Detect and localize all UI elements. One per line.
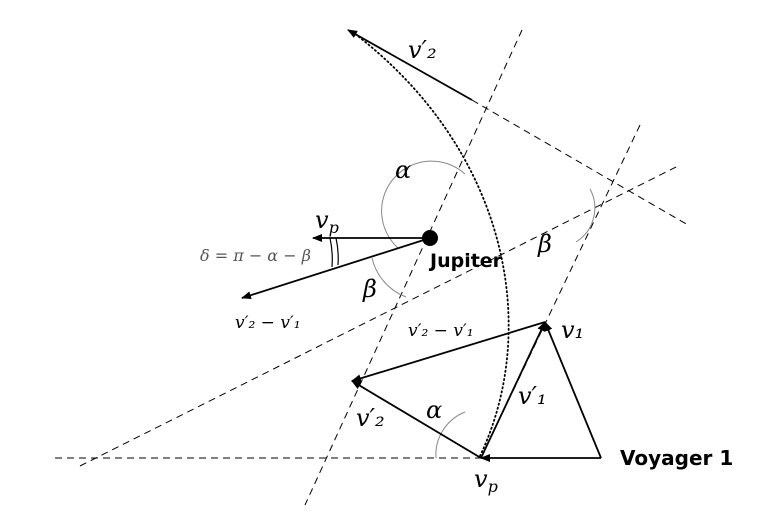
alpha-arc-lower (435, 411, 466, 459)
label-beta-right: β (537, 230, 552, 258)
label-diff-left: v′₂ − v′₁ (235, 313, 301, 333)
dashed-line-steep-left (304, 29, 523, 506)
delta-arc-outer (329, 237, 333, 268)
jupiter-dot (422, 230, 438, 246)
v1-prime-arrow (480, 321, 546, 459)
label-v2-prime-lower: v′₂ (356, 404, 385, 432)
label-v1: v₁ (561, 316, 584, 344)
beta-arc-right (575, 188, 596, 243)
label-delta-formula: δ = π − α − β (200, 246, 311, 265)
voyager-trajectory (349, 29, 510, 457)
label-vp-lower: vp (474, 465, 498, 496)
dashed-line-steep-right (479, 124, 641, 461)
alpha-arc-upper (381, 160, 466, 249)
label-voyager: Voyager 1 (620, 446, 733, 470)
label-alpha-lower: α (426, 396, 442, 424)
v2-prime-top-arrow (347, 29, 473, 101)
dashed-line-jupiter-axis (79, 164, 681, 467)
diff-left-arrow (241, 237, 431, 300)
label-v2-prime-top: v′₂ (408, 36, 437, 64)
v2-prime-lower-arrow (351, 380, 482, 459)
label-alpha-upper: α (395, 156, 411, 184)
label-diff-center: v′₂ − v′₁ (408, 321, 474, 341)
delta-arc-inner (335, 237, 339, 266)
label-vp-upper: vp (315, 206, 339, 237)
label-jupiter: Jupiter (428, 250, 503, 272)
label-v1-prime: v′₁ (518, 382, 547, 410)
diff-center-arrow (351, 321, 546, 383)
v1-arrow (544, 321, 602, 459)
dashed-line-diagonal (471, 99, 689, 226)
label-beta-lower: β (362, 275, 377, 303)
beta-arc-lower (371, 257, 407, 298)
